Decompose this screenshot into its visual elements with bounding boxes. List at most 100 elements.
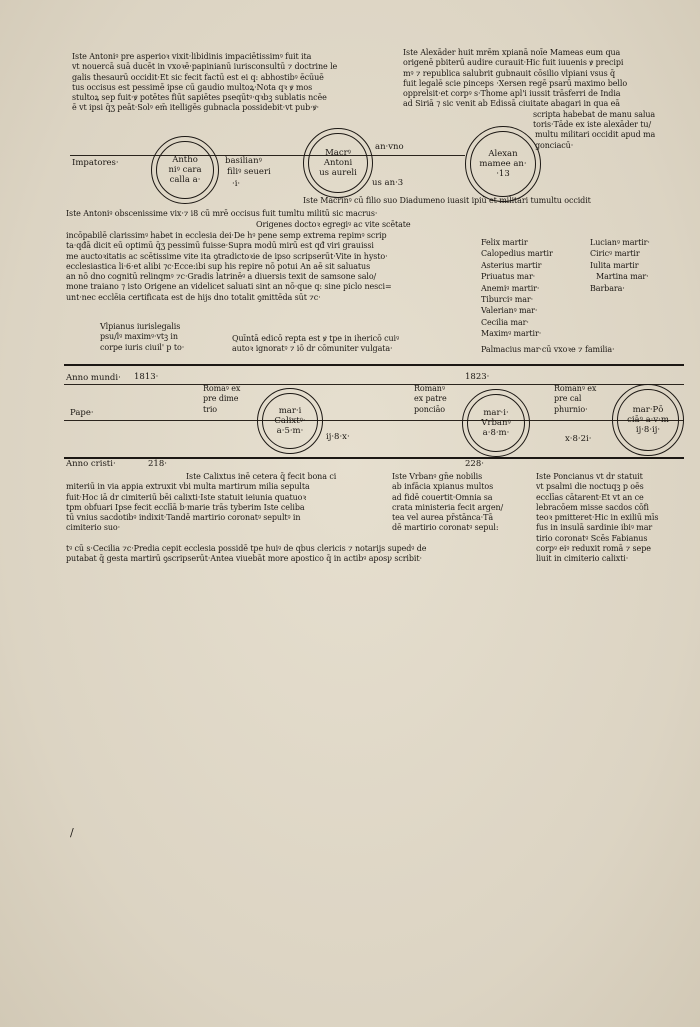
text-line: Iste Antoniꝰ pre asperioꝛ vixit·libidini… bbox=[72, 52, 312, 61]
text-line: opprelsit·et corpꝰ s·Thome apl'i iussit … bbox=[403, 89, 621, 99]
medallion-text: a·5·m· bbox=[276, 426, 304, 436]
medallion-text: mamee an· bbox=[479, 159, 527, 169]
medallion-inner: Alexan mamee an· ·13 bbox=[470, 131, 536, 197]
medallion-text: mar·i bbox=[278, 406, 302, 416]
text-line: miteriū in via appia extruxit vbi multa … bbox=[66, 482, 310, 492]
popes-label: Pape· bbox=[70, 408, 94, 418]
text-line: vt nouercā suā ducēt in vxoꝛē·papinianū … bbox=[72, 62, 338, 72]
medallion-urbanus: mar·i· Vrbanꝰ a·8·m· bbox=[462, 389, 530, 457]
pope-reign: ij·8·x· bbox=[326, 432, 350, 442]
emperor-line bbox=[70, 155, 465, 156]
rule-anno-cristi bbox=[64, 457, 684, 459]
text-line: Vlpianus iurislegalis bbox=[100, 322, 181, 331]
rule-anno-mundi bbox=[64, 384, 684, 385]
medallion-alexander: Alexan mamee an· ·13 bbox=[465, 126, 541, 202]
medallion-text: Macrꝰ bbox=[325, 148, 351, 158]
medallion-text: mar·Pō bbox=[632, 405, 664, 415]
text-line: galis thesaurū occidit·Et sic fecit fact… bbox=[72, 72, 324, 82]
text-block-calixtus: Iste Calixtus inē cetera q̄ fecit bona c… bbox=[66, 472, 336, 534]
text-line: psu/lꝰ maximꝰ·vtꝫ in bbox=[100, 332, 178, 342]
text-line: incōpabilē clarissimꝰ habet in ecclesia … bbox=[66, 231, 387, 240]
text-line: Romaꝰ ex bbox=[203, 384, 241, 393]
text-line: ē vt ipsi q̄ʒ peāt·Solꝰ em̄ itelligēs gu… bbox=[72, 103, 319, 113]
text-block-ulpian: Vlpianus iurislegalis psu/lꝰ maximꝰ·vtꝫ … bbox=[100, 322, 184, 353]
text-line: Iste Calixtus inē cetera q̄ fecit bona c… bbox=[186, 472, 337, 481]
text-line: an nō dno cognitū relinqmꝰ ⁊c·Gradis lat… bbox=[66, 272, 377, 282]
emperor-note: an·vno bbox=[375, 142, 404, 152]
text-line: ad fidē couertit·Omnia sa bbox=[392, 492, 493, 502]
martyr-name: Tiburciꝰ mar· bbox=[481, 295, 534, 305]
emperors-label: Impatores· bbox=[72, 158, 119, 168]
text-line: gonciacū· bbox=[535, 140, 574, 150]
text-line-origenes: Origenes doctoꝛ egregiꝰ ac vite scētate bbox=[256, 220, 411, 229]
text-block-origen: incōpabilē clarissimꝰ habet in ecclesia … bbox=[66, 231, 392, 303]
text-line: vt psalmi die noctuqꝫ p oēs bbox=[536, 482, 644, 492]
text-line: Quīntā edicō repta est ꝟ tpe in ihericō … bbox=[232, 334, 399, 343]
medallion-inner: mar·i Calixtꝰ· a·5·m· bbox=[262, 393, 318, 449]
text-block-pontianus: Iste Poncianus vt dr statuit vt psalmi d… bbox=[536, 472, 658, 565]
text-line: liuit in cimiterio calixti· bbox=[536, 554, 629, 564]
martyr-name: Ciricꝰ martir bbox=[590, 249, 640, 259]
text-line: toris·Tāde ex iste alexāder tu/ bbox=[533, 120, 652, 130]
ink-mark: / bbox=[70, 826, 74, 839]
text-line: dē martirio coronatꝰ sepul: bbox=[392, 523, 499, 533]
text-line: autoꝛ ignoratꝰ ⁊ iō dr cōmuniter vulgata… bbox=[232, 344, 393, 354]
medallion-text: ·13 bbox=[496, 169, 510, 179]
text-line: multu militari occidit apud ma bbox=[535, 130, 656, 140]
anno-mundi-label: Anno mundi· bbox=[66, 373, 121, 383]
medallion-text: Antho bbox=[172, 155, 198, 165]
martyr-name: Priuatus mar· bbox=[481, 272, 536, 282]
emperor-note: ·i· bbox=[232, 179, 241, 189]
text-line: tū vnius sacdotibꝰ indixit·Tandē martiri… bbox=[66, 513, 301, 523]
text-line: fuit·Hoc iā dr cimiteriū bēi calixti·Ist… bbox=[66, 492, 307, 502]
medallion-text: Alexan bbox=[488, 149, 518, 159]
medallion-text: ciāꝰ a·v·m bbox=[627, 415, 669, 425]
martyr-name: Martina mar· bbox=[596, 272, 649, 282]
medallion-text: niꝰ cara bbox=[168, 165, 202, 175]
pope-reign: x·8·2i· bbox=[565, 434, 592, 444]
text-line: tpm obfuari Ipse fecit ecclīā b·marie tr… bbox=[66, 502, 305, 512]
text-block-alexander: Iste Alexāder huit mrēm xpianā noīe Mame… bbox=[403, 48, 655, 151]
martyr-name: Felix martir bbox=[481, 238, 528, 247]
text-line: mꝰ ⁊ republica salubrit gubnauit cōsilio… bbox=[403, 68, 616, 78]
text-line: ad Siriā ⁊ sic venit ab Edissā ciuitate … bbox=[403, 99, 620, 109]
text-line: ecclīas cātarent·Et vt an ce bbox=[536, 492, 644, 502]
medallion-text: a·8·m· bbox=[482, 428, 510, 438]
text-line: Iste Vrbanꝰ gn̄e nobilis bbox=[392, 472, 483, 481]
medallion-text: Vrbanꝰ bbox=[481, 418, 511, 428]
text-block-urbanus: Iste Vrbanꝰ gn̄e nobilis ab infācia xpia… bbox=[392, 472, 503, 534]
medallion-inner: mar·i· Vrbanꝰ a·8·m· bbox=[467, 394, 525, 452]
text-line: scripta habebat de manu salua bbox=[533, 109, 656, 119]
text-line: Iste Alexāder huit mrēm xpianā noīe Mame… bbox=[403, 48, 621, 57]
martyr-name: Calopedius martir bbox=[481, 249, 553, 259]
pope-origin: Romanꝰ ex patre ponciāo bbox=[414, 384, 447, 415]
text-block-calixtus-bottom: tꝰ cū s·Cecilia ⁊c·Predia cepit ecclesia… bbox=[66, 544, 426, 565]
text-line-antoninus-obscene: Iste Antoniꝰ obscenissime vix·⁊ i8 cū mr… bbox=[66, 209, 378, 218]
text-line: stultoꝝ sep fuit·ꝟ potētes fiūt sapiētes… bbox=[72, 93, 327, 103]
text-line: fuit legalē scie pinceps ·Xersen regē ps… bbox=[403, 78, 628, 88]
anno-cristi-value: 218· bbox=[148, 459, 167, 469]
martyr-name: Maximꝰ martir· bbox=[481, 329, 542, 339]
text-line: unt·nec ecclēia certificata est de hijs … bbox=[66, 292, 321, 302]
text-block-quinta-editio: Quīntā edicō repta est ꝟ tpe in ihericō … bbox=[232, 334, 399, 355]
text-line: teoꝛ pmitteret·Hic in exiliū mīs bbox=[536, 513, 659, 523]
medallion-text: calla a· bbox=[169, 175, 201, 185]
anno-mundi-value: 1813· bbox=[134, 372, 159, 382]
text-line: phurnio· bbox=[554, 404, 588, 414]
text-line-macrinus: Iste Macrinꝰ cū filio suo Diadumeno iuas… bbox=[303, 196, 591, 205]
text-line: corpꝰ eiꝰ reduxit romā ⁊ sepe bbox=[536, 544, 651, 554]
martyr-name: Asterius martir bbox=[481, 260, 542, 270]
text-line: mone traiano ⁊ isto Origene an videlicet… bbox=[66, 282, 392, 292]
martyr-name: Iulita martir bbox=[590, 260, 639, 270]
text-line: pre dime bbox=[203, 394, 239, 404]
emperor-note: filiꝰ seueri bbox=[227, 167, 271, 177]
text-line: ponciāo bbox=[414, 404, 446, 414]
anno-mundi-value: 1823· bbox=[465, 372, 490, 382]
text-line: tus occisus est pessimē ipse cū gaudio m… bbox=[72, 82, 313, 92]
medallion-text: Antoni bbox=[323, 158, 353, 168]
emperor-note: us an·3 bbox=[372, 178, 404, 188]
text-line: me auctoꝛitatis ac scētissime vite ita ꝯ… bbox=[66, 251, 388, 261]
text-line: ecclesiastica li·6·et alibi ⁊c·Ecce:ibi … bbox=[66, 261, 371, 271]
text-line: putabat q̄ gesta martirū ꝯscripserūt·Ant… bbox=[66, 554, 422, 564]
medallion-calixtus: mar·i Calixtꝰ· a·5·m· bbox=[257, 388, 323, 454]
